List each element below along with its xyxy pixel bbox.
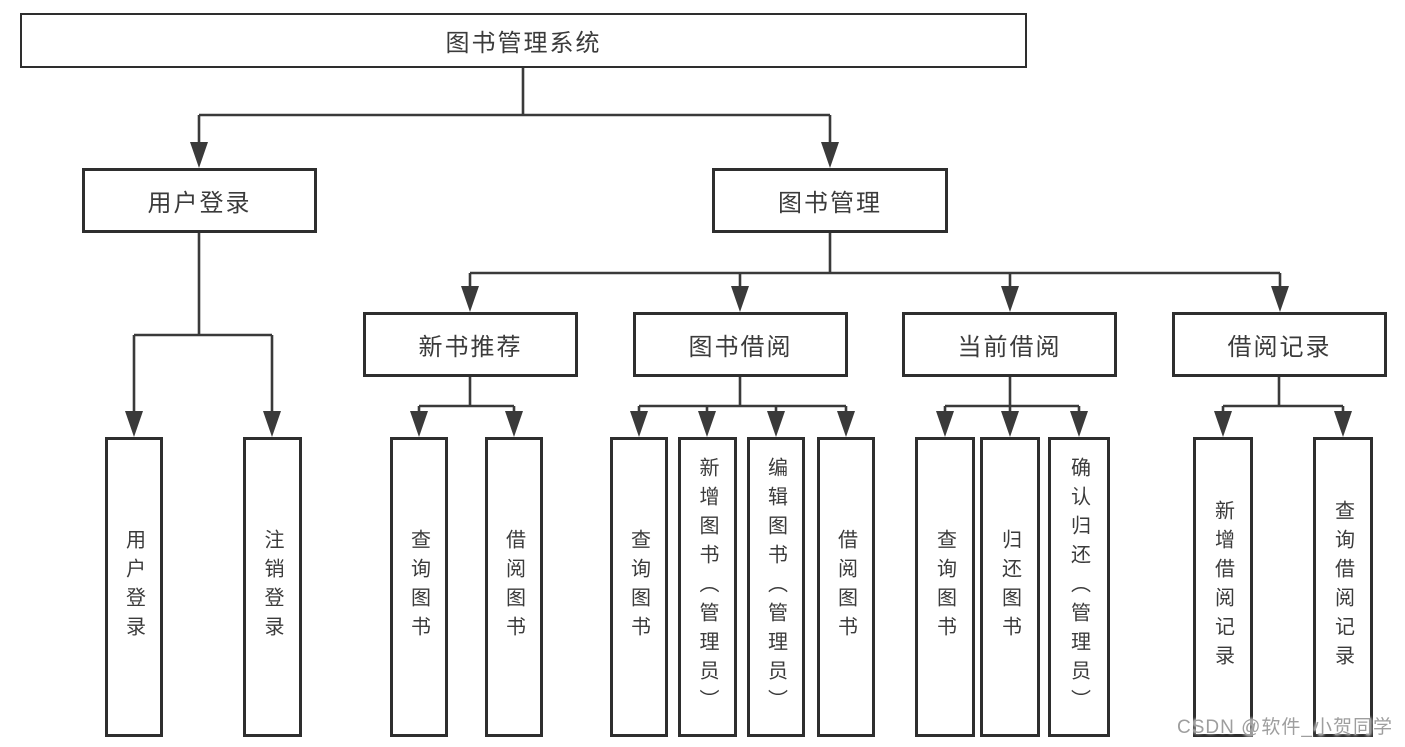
node-current-borrow: 当前借阅	[902, 312, 1117, 377]
leaf-confirm-return-admin: 确认归还（管理员）	[1048, 437, 1110, 737]
leaf-return-book: 归还图书	[980, 437, 1040, 737]
node-book-management: 图书管理	[712, 168, 948, 233]
node-new-book-recommend: 新书推荐	[363, 312, 578, 377]
node-user-login: 用户登录	[82, 168, 317, 233]
csdn-watermark: CSDN @软件_小贺同学	[1177, 717, 1393, 738]
node-library-management-system: 图书管理系统	[20, 13, 1027, 68]
leaf-query-books-recommend: 查询图书	[390, 437, 448, 737]
edge-arrowheads	[125, 142, 1352, 437]
leaf-logout: 注销登录	[243, 437, 302, 737]
node-book-borrow: 图书借阅	[633, 312, 848, 377]
leaf-query-borrow-record: 查询借阅记录	[1313, 437, 1373, 737]
node-borrow-records: 借阅记录	[1172, 312, 1387, 377]
leaf-add-book-admin: 新增图书（管理员）	[678, 437, 737, 737]
leaf-borrow-books-recommend: 借阅图书	[485, 437, 543, 737]
leaf-user-login: 用户登录	[105, 437, 163, 737]
leaf-borrow-books-borrow: 借阅图书	[817, 437, 875, 737]
leaf-query-books-current: 查询图书	[915, 437, 975, 737]
leaf-query-books-borrow: 查询图书	[610, 437, 668, 737]
leaf-edit-book-admin: 编辑图书（管理员）	[747, 437, 805, 737]
leaf-add-borrow-record: 新增借阅记录	[1193, 437, 1253, 737]
